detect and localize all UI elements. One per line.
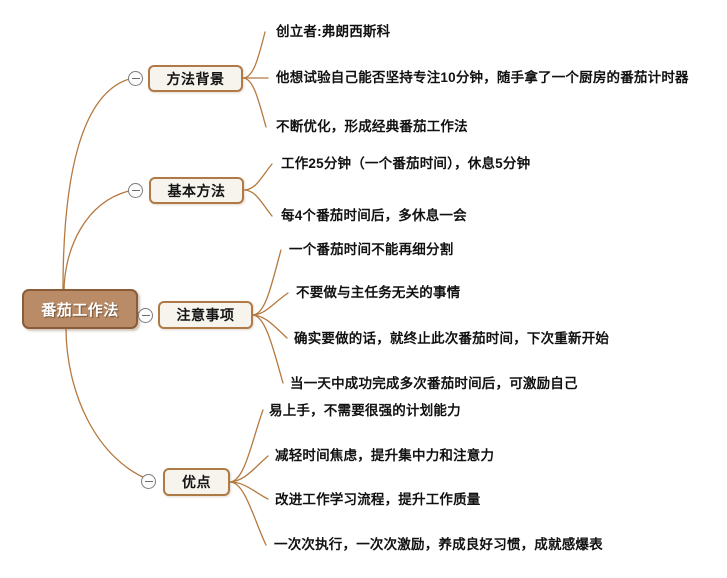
connector-root-to-branch-1: [62, 77, 134, 291]
toggle-branch-1[interactable]: [128, 71, 143, 86]
connector-branch-2-leaf-1: [243, 163, 273, 191]
leaf-2-1[interactable]: 工作25分钟（一个番茄时间），休息5分钟: [281, 156, 531, 171]
connector-branch-4-leaf-1: [229, 409, 264, 483]
connector-branch-4-leaf-4: [229, 481, 267, 546]
leaf-4-1[interactable]: 易上手，不需要很强的计划能力: [269, 403, 461, 418]
connector-branch-3-leaf-3: [252, 314, 288, 339]
branch-node-2-label: 基本方法: [167, 182, 226, 199]
branch-node-1-label: 方法背景: [166, 70, 225, 87]
leaf-1-3[interactable]: 不断优化，形成经典番茄工作法: [276, 119, 468, 134]
toggle-branch-4[interactable]: [141, 474, 156, 489]
root-node[interactable]: 番茄工作法: [22, 289, 138, 329]
connector-branch-1-leaf-1: [242, 31, 266, 79]
connector-branch-3-leaf-4: [252, 314, 284, 384]
connector-branch-4-leaf-2: [229, 455, 269, 483]
leaf-4-4[interactable]: 一次次执行，一次次激励，养成良好习惯，成就感爆表: [274, 537, 603, 552]
branch-node-4-label: 优点: [182, 474, 211, 490]
leaf-4-3[interactable]: 改进工作学习流程，提升工作质量: [275, 492, 481, 507]
connector-branch-3-leaf-2: [252, 292, 289, 316]
leaf-1-1[interactable]: 创立者:弗朗西斯科: [276, 24, 391, 39]
leaf-3-2[interactable]: 不要做与主任务无关的事情: [296, 285, 461, 300]
connector-branch-3-leaf-1: [252, 249, 282, 316]
connector-branch-1-leaf-3: [242, 77, 267, 128]
connector-root-to-branch-4: [65, 327, 153, 482]
leaf-3-1[interactable]: 一个番茄时间不能再细分割: [289, 242, 454, 257]
connector-branch-4-leaf-3: [229, 481, 269, 500]
connector-root-to-branch-2: [63, 189, 134, 293]
toggle-branch-2[interactable]: [128, 183, 143, 198]
branch-node-3-label: 注意事项: [176, 307, 235, 323]
leaf-2-2[interactable]: 每4个番茄时间后，多休息一会: [281, 208, 467, 223]
branch-node-1[interactable]: 方法背景: [148, 65, 243, 92]
leaf-3-4[interactable]: 当一天中成功完成多次番茄时间后，可激励自己: [290, 376, 578, 391]
leaf-4-2[interactable]: 减轻时间焦虑，提升集中力和注意力: [275, 448, 495, 463]
leaf-3-3[interactable]: 确实要做的话，就终止此次番茄时间，下次重新开始: [294, 331, 610, 346]
root-node-label: 番茄工作法: [41, 301, 119, 319]
leaf-1-2[interactable]: 他想试验自己能否坚持专注10分钟，随手拿了一个厨房的番茄计时器: [276, 70, 689, 85]
branch-node-2[interactable]: 基本方法: [149, 177, 244, 204]
branch-node-3[interactable]: 注意事项: [158, 301, 253, 329]
connector-branch-2-leaf-2: [243, 189, 273, 217]
branch-node-4[interactable]: 优点: [163, 468, 230, 496]
toggle-branch-3[interactable]: [138, 308, 153, 323]
